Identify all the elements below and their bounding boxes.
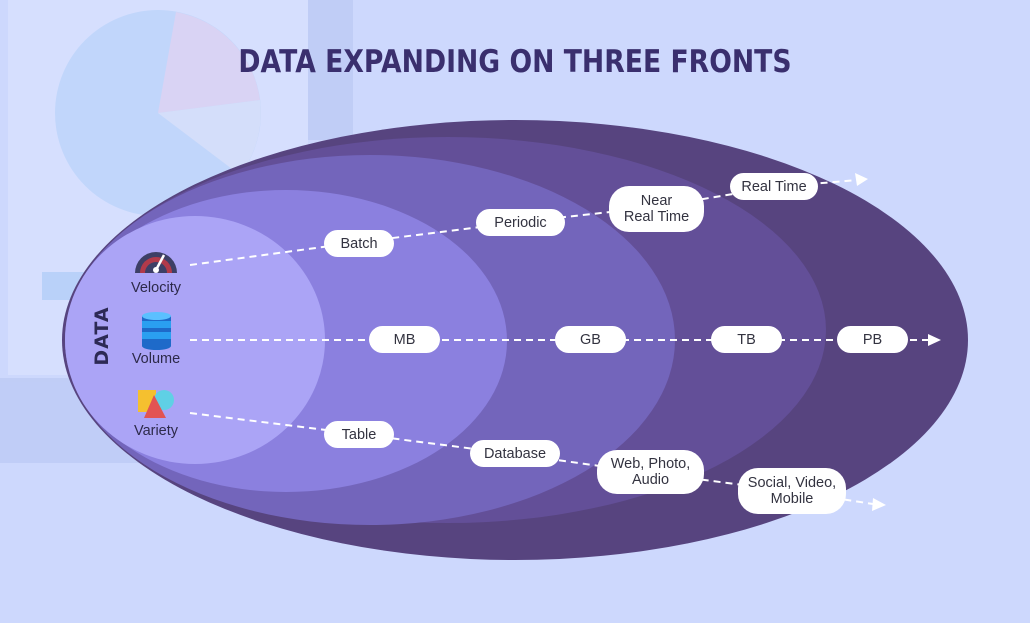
velocity-stage-periodic: Periodic [476,209,565,236]
velocity-stage-near-real-time: Near Real Time [609,186,704,232]
page-title: DATA EXPANDING ON THREE FRONTS [238,44,792,80]
category-variety-label: Variety [133,423,179,439]
variety-arrow [189,412,886,511]
variety-stage-social-video-mobile: Social, Video, Mobile [738,468,846,514]
velocity-stage-real-time: Real Time [730,173,818,200]
variety-stage-web-photo-audio: Web, Photo, Audio [597,450,704,494]
variety-stage-table: Table [324,421,394,448]
category-velocity-label: Velocity [131,280,181,296]
volume-stage-gb: GB [555,326,626,353]
variety-stage-database: Database [470,440,560,467]
velocity-stage-batch: Batch [324,230,394,257]
volume-stage-pb: PB [837,326,908,353]
volume-stage-tb: TB [711,326,782,353]
category-volume-label: Volume [131,351,181,367]
shapes-icon [138,390,174,418]
speedometer-icon [135,252,177,273]
volume-stage-mb: MB [369,326,440,353]
database-icon [142,312,171,350]
data-axis-label: DATA [91,306,113,366]
volume-arrow [190,334,941,346]
